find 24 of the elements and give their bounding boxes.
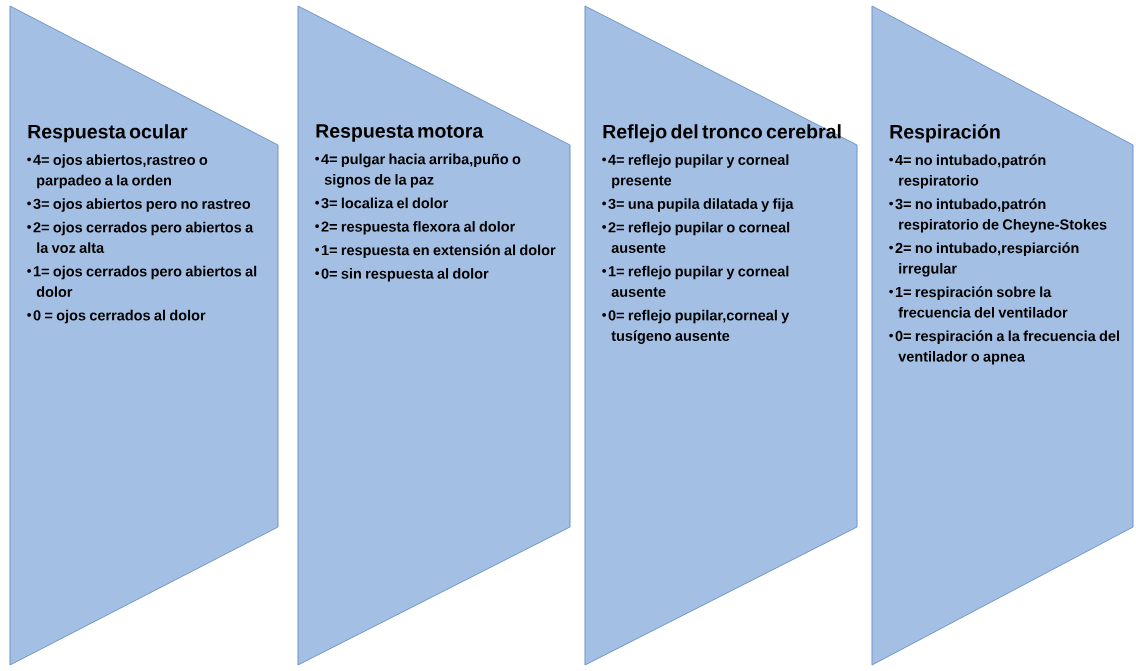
bullet-item: 1= respiración sobre la frecuencia del ventilador [889, 286, 1068, 318]
heading: Respuesta ocular [28, 124, 188, 143]
bullet-item: 2= ojos cerrados pero abiertos a la voz alta [27, 221, 254, 253]
bullet-item: 2= reflejo pupilar o corneal ausente [602, 221, 790, 253]
bullet-item: 3= no intubado,patrón respiratorio de Cheyne-Stokes [889, 198, 1107, 233]
bullet-item: 4= pulgar hacia arriba,puño o signos de la paz [315, 153, 521, 188]
bullet-item: 3= ojos abiertos pero no rastreo [27, 198, 251, 212]
bullet-item: 0= reflejo pupilar,corneal y tusígeno ausente [602, 309, 790, 344]
bullet-item: 1= respuesta en extensión al dolor [315, 244, 556, 259]
bullet-item: 0= respiración a la frecuencia del ventilador o apnea [889, 330, 1119, 365]
heading: Respuesta motora [316, 124, 484, 142]
bullet-item: 0= sin respuesta al dolor [315, 268, 489, 282]
bullet-item: 2= no intubado,respiarción irregular [889, 242, 1079, 277]
bullet-item: 1= ojos cerrados pero abiertos al dolor [27, 265, 257, 297]
bullet-item: 4= reflejo pupilar y corneal presente [602, 154, 789, 189]
heading: Respiración [890, 124, 1000, 143]
bullet-item: 3= una pupila dilatada y fija [602, 198, 794, 212]
bullet-item: 0 = ojos cerrados al dolor [27, 309, 206, 324]
bullet-item: 4= ojos abiertos,rastreo o parpadeo a la orden [27, 154, 208, 189]
heading: Reflejo del tronco cerebral [603, 124, 841, 143]
bullet-item: 4= no intubado,patrón respiratorio [889, 154, 1046, 189]
bullet-item: 1= reflejo pupilar y corneal ausente [602, 265, 789, 297]
bullet-item: 2= respuesta flexora al dolor [315, 221, 516, 235]
bullet-item: 3= localiza el dolor [315, 197, 449, 209]
